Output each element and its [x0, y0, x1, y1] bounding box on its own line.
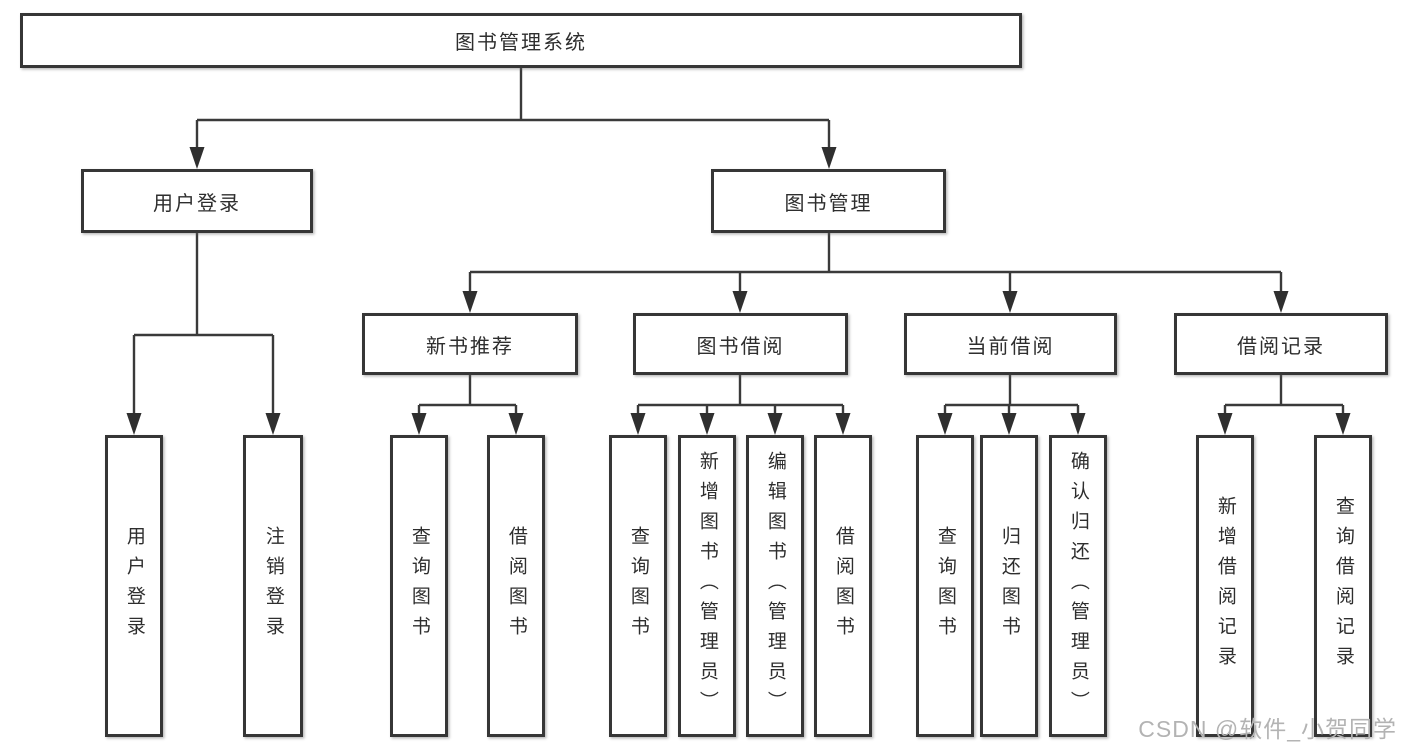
node-label: 新书推荐: [426, 335, 514, 358]
node-borrowing-records: 借阅记录: [1174, 313, 1388, 375]
leaf-borrow-books: 借阅图书: [814, 435, 872, 737]
node-label: 编辑图书（管理员）: [764, 451, 786, 721]
node-label: 新增借阅记录: [1214, 496, 1236, 676]
node-new-book-recommendation: 新书推荐: [362, 313, 578, 375]
node-current-borrowing: 当前借阅: [904, 313, 1117, 375]
leaf-query-borrow-record: 查询借阅记录: [1314, 435, 1372, 737]
node-label: 借阅记录: [1237, 335, 1325, 358]
leaf-user-login: 用户登录: [105, 435, 163, 737]
node-user-login: 用户登录: [81, 169, 313, 233]
node-label: 确认归还（管理员）: [1067, 451, 1089, 721]
leaf-return-books: 归还图书: [980, 435, 1038, 737]
node-label: 借阅图书: [832, 526, 854, 646]
node-label: 新增图书（管理员）: [696, 451, 718, 721]
node-label: 图书借阅: [696, 335, 785, 358]
leaf-add-borrow-record: 新增借阅记录: [1196, 435, 1254, 737]
node-label: 归还图书: [998, 526, 1020, 646]
node-library-management-system: 图书管理系统: [20, 13, 1022, 68]
node-book-management: 图书管理: [711, 169, 946, 233]
node-label: 查询图书: [934, 526, 956, 646]
node-label: 当前借阅: [966, 335, 1055, 358]
leaf-query-books-borrow: 查询图书: [609, 435, 667, 737]
node-book-borrowing: 图书借阅: [633, 313, 848, 375]
node-label: 借阅图书: [505, 526, 527, 646]
node-label: 图书管理系统: [455, 32, 587, 54]
node-label: 查询图书: [408, 526, 430, 646]
leaf-query-books-recommend: 查询图书: [390, 435, 448, 737]
node-label: 图书管理: [784, 192, 873, 215]
node-label: 注销登录: [262, 526, 284, 646]
leaf-borrow-books-recommend: 借阅图书: [487, 435, 545, 737]
node-label: 用户登录: [153, 192, 241, 215]
leaf-confirm-return-admin: 确认归还（管理员）: [1049, 435, 1107, 737]
leaf-query-books-current: 查询图书: [916, 435, 974, 737]
leaf-add-book-admin: 新增图书（管理员）: [678, 435, 736, 737]
csdn-watermark: CSDN @软件_小贺同学: [1138, 716, 1397, 742]
node-label: 查询图书: [627, 526, 649, 646]
node-label: 查询借阅记录: [1332, 496, 1354, 676]
arrowhead-icons: [126, 147, 1351, 435]
node-label: 用户登录: [123, 526, 145, 646]
leaf-logout: 注销登录: [243, 435, 303, 737]
leaf-edit-book-admin: 编辑图书（管理员）: [746, 435, 804, 737]
